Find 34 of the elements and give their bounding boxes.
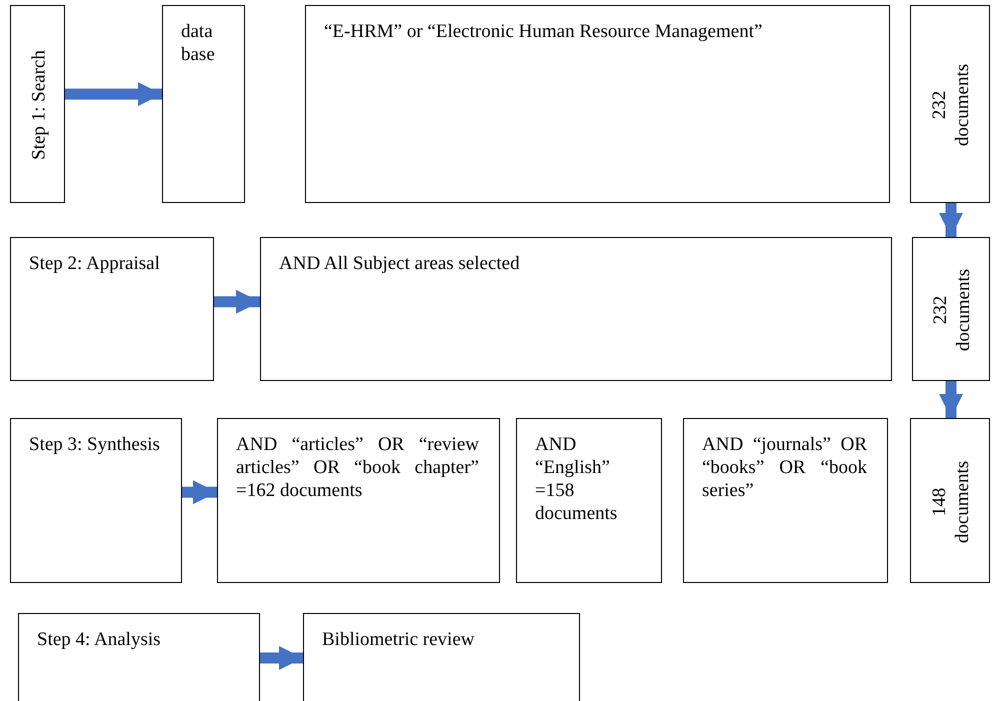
count-box — [910, 5, 990, 203]
box-text: Step 2: Appraisal — [29, 252, 161, 275]
box-text: AND “articles” OR “review articles” OR “book chapter” =162 documents — [236, 433, 479, 502]
step-box — [303, 613, 580, 701]
step-box — [516, 418, 662, 583]
box-text: 148 documents — [928, 459, 974, 545]
box-text: “E-HRM” or “Electronic Human Resource Management” — [324, 20, 764, 43]
count-box — [10, 5, 65, 203]
block-arrow — [182, 480, 217, 504]
step-box — [683, 418, 888, 583]
box-text: Bibliometric review — [322, 628, 476, 651]
block-arrow — [260, 646, 303, 670]
box-text: AND All Subject areas selected — [279, 252, 521, 275]
box-text: AND “journals” OR “books” OR “book series” — [702, 433, 867, 502]
box-text: data base — [181, 20, 216, 66]
step-box — [305, 5, 890, 203]
step-box — [10, 237, 214, 381]
block-arrow — [938, 381, 964, 418]
count-box — [910, 418, 990, 583]
box-text: 232 documents — [929, 268, 975, 354]
step-box — [10, 418, 182, 583]
block-arrow — [65, 82, 162, 106]
step-box — [217, 418, 500, 583]
step-box — [162, 5, 245, 203]
box-text: AND “English” =158 documents — [535, 433, 618, 525]
count-box — [912, 237, 990, 381]
step-box — [18, 613, 260, 701]
box-text: Step 1: Search — [27, 49, 50, 162]
box-text: Step 3: Synthesis — [29, 433, 161, 456]
box-text: 232 documents — [928, 62, 974, 148]
block-arrow — [938, 203, 964, 237]
step-box — [260, 237, 892, 381]
block-arrow — [214, 290, 260, 314]
box-text: Step 4: Analysis — [37, 628, 162, 651]
